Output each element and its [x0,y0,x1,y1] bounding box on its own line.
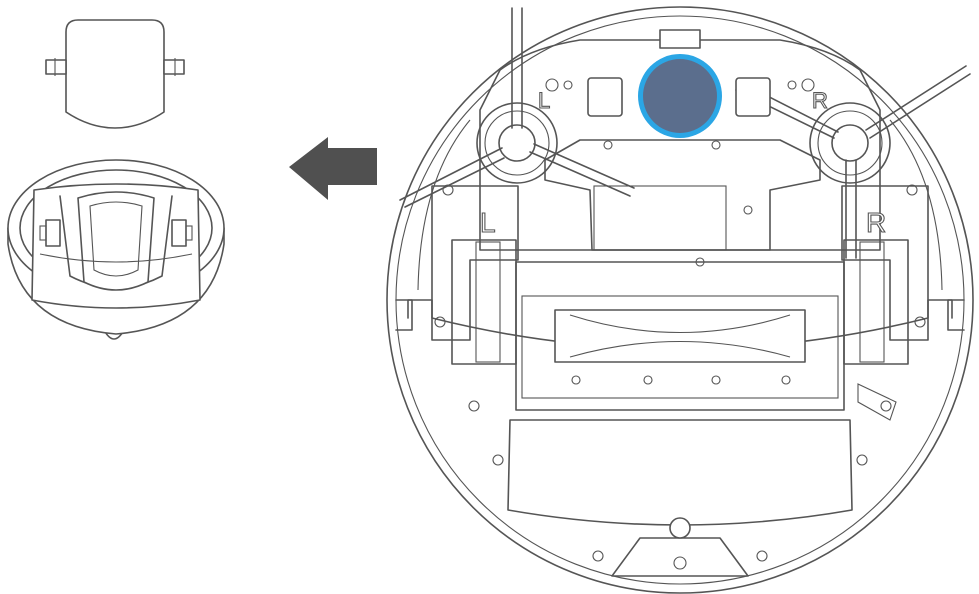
caster-housing-icon [7,159,225,340]
brush-label-left: L [538,88,550,113]
arrow-left-icon [289,137,377,200]
left-side-brush [399,7,635,208]
wheel-label-left: L [480,207,496,238]
caster-wheel-icon [45,19,185,129]
left-wheel [431,185,519,365]
front-caster [587,29,771,138]
brush-label-right: R [812,88,828,113]
main-brush [515,261,845,411]
robot-vacuum-bottom: L R L R [386,6,974,594]
right-side-brush [735,65,971,259]
wheel-label-right: R [866,207,886,238]
bottom-flap [507,419,853,577]
